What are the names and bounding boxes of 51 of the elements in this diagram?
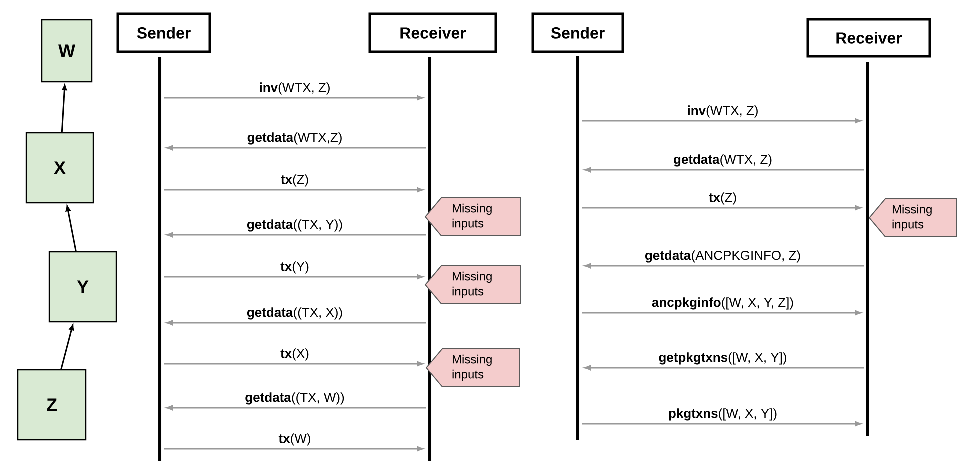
transaction-box: X bbox=[26, 132, 94, 204]
edge-label: getdata(WTX,Z) bbox=[246, 132, 344, 146]
participant-box: Receiver bbox=[368, 12, 498, 54]
edge-label: getdata((TX, Y)) bbox=[246, 218, 344, 233]
message-arrow bbox=[166, 405, 426, 410]
message-arrow bbox=[164, 187, 424, 192]
message-arrow bbox=[582, 421, 862, 426]
edge-label: getpkgtxns([W, X, Y]) bbox=[658, 352, 788, 366]
edge-label: pkgtxns([W, X, Y]) bbox=[667, 408, 779, 422]
transaction-box: W bbox=[41, 19, 93, 83]
message-arrow bbox=[582, 310, 862, 316]
message-arrow bbox=[164, 361, 424, 366]
transaction-box: Y bbox=[48, 251, 118, 323]
arrow bbox=[66, 206, 77, 252]
callout-tag: Missing inputs bbox=[424, 266, 522, 304]
message-arrow bbox=[584, 263, 864, 268]
message-arrow bbox=[584, 167, 864, 172]
transaction-box: Z bbox=[17, 369, 87, 441]
lifeline bbox=[866, 62, 870, 436]
lifeline bbox=[428, 57, 432, 461]
arrow bbox=[60, 324, 74, 370]
arrow bbox=[61, 84, 68, 132]
edge-label: getdata(ANCPKGINFO, Z) bbox=[644, 250, 802, 264]
callout-tag: Missing inputs bbox=[426, 348, 520, 388]
callout-tag: Missing inputs bbox=[868, 198, 958, 238]
participant-box: Sender bbox=[532, 12, 624, 54]
edge-label: tx(X) bbox=[280, 348, 310, 362]
message-arrow bbox=[166, 145, 426, 151]
message-arrow bbox=[582, 118, 862, 124]
edge-label: inv(WTX, Z) bbox=[258, 82, 332, 96]
edge-label: ancpkginfo([W, X, Y, Z]) bbox=[650, 296, 796, 311]
message-arrow bbox=[584, 365, 864, 370]
edge-label: tx(Z) bbox=[708, 192, 738, 206]
participant-box: Receiver bbox=[806, 18, 932, 58]
edge-label: tx(Z) bbox=[280, 174, 310, 188]
message-arrow bbox=[164, 95, 424, 100]
edge-label: getdata((TX, W)) bbox=[244, 392, 346, 406]
edge-label: getdata(WTX, Z) bbox=[672, 154, 774, 168]
callout-tag: Missing inputs bbox=[424, 198, 522, 236]
participant-box: Sender bbox=[116, 12, 212, 54]
edge-label: tx(W) bbox=[278, 432, 312, 447]
message-arrow bbox=[166, 320, 426, 326]
lifeline bbox=[576, 56, 580, 440]
message-arrow bbox=[166, 232, 426, 238]
edge-label: inv(WTX, Z) bbox=[686, 104, 760, 119]
lifeline bbox=[158, 57, 162, 461]
message-arrow bbox=[164, 446, 424, 452]
edge-label: getdata((TX, X)) bbox=[246, 306, 344, 321]
message-arrow bbox=[582, 205, 862, 210]
edge-label: tx(Y) bbox=[280, 260, 310, 275]
message-arrow bbox=[164, 274, 424, 280]
